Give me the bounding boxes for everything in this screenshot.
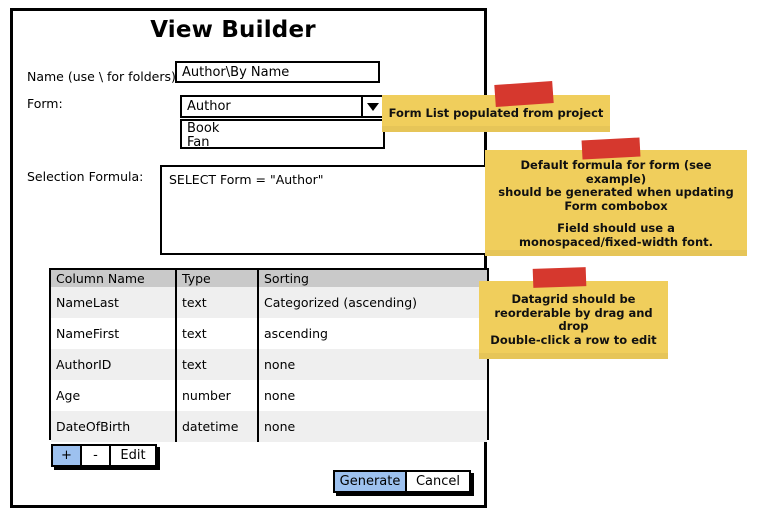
cell-column-name: NameFirst bbox=[51, 318, 177, 349]
tape-icon bbox=[494, 81, 554, 107]
table-row[interactable]: Age number none bbox=[51, 380, 487, 411]
header-sorting: Sorting bbox=[264, 271, 309, 286]
name-input-value: Author\By Name bbox=[182, 64, 290, 80]
generate-button[interactable]: Generate bbox=[335, 472, 407, 491]
cell-sorting: none bbox=[264, 419, 296, 434]
remove-row-button[interactable]: - bbox=[82, 446, 111, 465]
dialog-action-button-group: Generate Cancel bbox=[333, 470, 471, 493]
cell-sorting: none bbox=[264, 388, 296, 403]
table-row[interactable]: DateOfBirth datetime none bbox=[51, 411, 487, 442]
cell-column-name: Age bbox=[51, 380, 177, 411]
cell-type: datetime bbox=[177, 411, 259, 442]
form-option-fan[interactable]: Fan bbox=[187, 135, 210, 150]
cell-type: text bbox=[177, 287, 259, 318]
cell-type: text bbox=[177, 318, 259, 349]
cell-column-name: NameLast bbox=[51, 287, 177, 318]
note2-line-3: Form combobox bbox=[564, 198, 668, 213]
cell-column-name: DateOfBirth bbox=[51, 411, 177, 442]
note3-line-1: Datagrid should be bbox=[511, 292, 636, 306]
selection-formula-label: Selection Formula: bbox=[27, 169, 144, 184]
table-header-row: Column Name Type Sorting bbox=[51, 270, 487, 287]
note1-line-1: Form List populated from project bbox=[388, 105, 604, 120]
tape-icon bbox=[532, 267, 587, 288]
header-column-name: Column Name bbox=[51, 270, 177, 287]
note2-line-2: should be generated when updating bbox=[498, 185, 734, 199]
header-type: Type bbox=[177, 270, 259, 287]
note2-line-1: Default formula for form (see example) bbox=[520, 158, 712, 186]
sticky-note-default-formula: Default formula for form (see example) s… bbox=[485, 150, 747, 256]
table-row[interactable]: NameLast text Categorized (ascending) bbox=[51, 287, 487, 318]
cell-sorting: ascending bbox=[264, 326, 328, 341]
note3-line-2: reorderable by drag and bbox=[494, 305, 653, 320]
edit-row-button[interactable]: Edit bbox=[111, 446, 155, 465]
form-option-book[interactable]: Book bbox=[187, 121, 220, 136]
add-row-button[interactable]: + bbox=[53, 446, 82, 465]
note3-line-3: drop bbox=[558, 319, 589, 333]
name-input[interactable]: Author\By Name bbox=[175, 61, 380, 83]
form-combobox-dropdown[interactable]: Book Fan bbox=[180, 119, 385, 150]
table-row[interactable]: AuthorID text none bbox=[51, 349, 487, 380]
mockup-canvas: View Builder Name (use \ for folders): A… bbox=[10, 8, 747, 508]
form-field-label: Form: bbox=[27, 96, 63, 111]
row-edit-button-group: + - Edit bbox=[51, 444, 157, 467]
form-combobox[interactable]: Author bbox=[180, 95, 385, 118]
columns-datagrid[interactable]: Column Name Type Sorting NameLast text C… bbox=[49, 268, 489, 442]
note2-line-5: monospaced/fixed-width font. bbox=[518, 234, 714, 249]
note2-line-4: Field should use a bbox=[557, 221, 675, 235]
form-combobox-value: Author bbox=[187, 99, 231, 114]
tape-icon bbox=[581, 137, 641, 160]
name-field-label: Name (use \ for folders): bbox=[27, 69, 181, 84]
cell-sorting: none bbox=[264, 357, 296, 372]
cell-column-name: AuthorID bbox=[51, 349, 177, 380]
cell-type: number bbox=[177, 380, 259, 411]
selection-formula-value: SELECT Form = "Author" bbox=[169, 172, 324, 187]
table-row[interactable]: NameFirst text ascending bbox=[51, 318, 487, 349]
cell-type: text bbox=[177, 349, 259, 380]
note3-line-4: Double-click a row to edit bbox=[490, 332, 657, 347]
chevron-down-icon[interactable] bbox=[361, 97, 383, 116]
cell-sorting: Categorized (ascending) bbox=[264, 295, 418, 310]
page-title: View Builder bbox=[150, 17, 316, 43]
cancel-button[interactable]: Cancel bbox=[407, 472, 469, 491]
selection-formula-textarea[interactable]: SELECT Form = "Author" bbox=[160, 165, 490, 255]
sticky-note-datagrid: Datagrid should be reorderable by drag a… bbox=[479, 281, 668, 359]
view-builder-dialog: View Builder Name (use \ for folders): A… bbox=[10, 8, 490, 508]
